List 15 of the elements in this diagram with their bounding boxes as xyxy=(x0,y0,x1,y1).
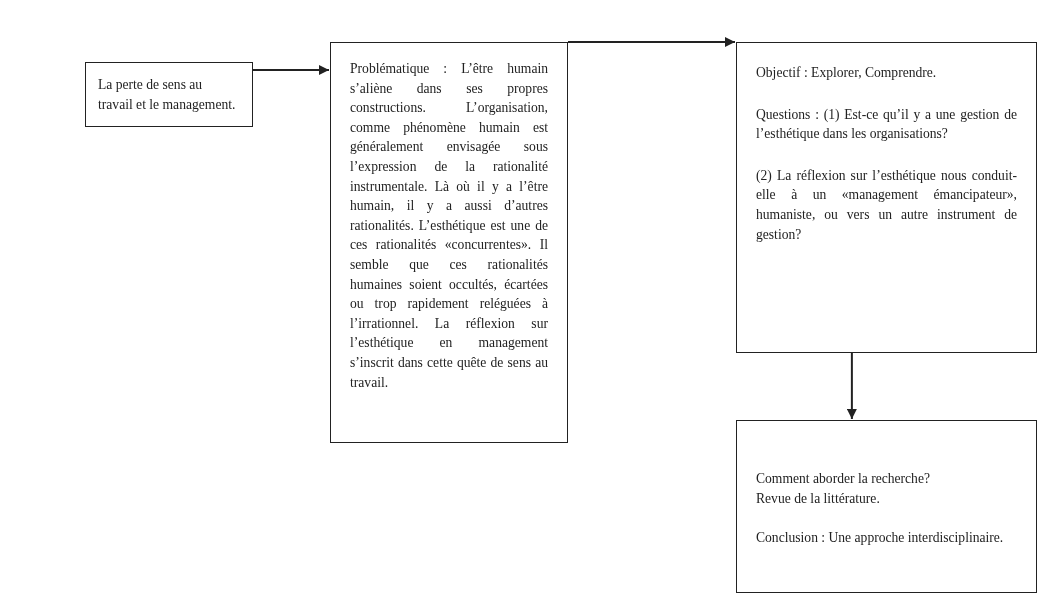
text-box xyxy=(736,420,1037,593)
arrow xyxy=(567,37,736,47)
arrow xyxy=(846,352,857,420)
box-text: Comment aborder la recherche? xyxy=(756,470,931,488)
box-text: Objectif : Explorer, Comprendre. xyxy=(756,64,938,82)
text-box xyxy=(736,42,1037,353)
text-box xyxy=(330,42,568,443)
box-text: La perte de sens au travail et le management. xyxy=(98,76,237,114)
box-text: Questions : (1) Est-ce qu’il y a une gestion de l’esthétique dans les organisations? xyxy=(756,105,1017,144)
box-text: (2) La réflexion sur l’esthétique nous conduit-elle à un «management émancipateur», humaniste, ou vers un autre instrument de gestion? xyxy=(756,166,1017,244)
box-text: Conclusion : Une approche interdisciplinaire. xyxy=(756,529,1005,548)
text-box xyxy=(85,62,253,127)
box-text: Revue de la littérature. xyxy=(756,489,881,508)
arrow xyxy=(252,65,330,75)
box-text: Problématique : L’être humain s’aliène dans ses propres constructions. L’organisation, comme phénomène humain est généralement envisagée sous l’expression de la rationalité instrumentale. Là où il y a l’être humain, il y a aussi d’autres rationalités. L’esthétique est une de ces rationalités «concurrentes». Il semble que ces rationalités humaines soient occultés, écartées ou trop rapidement reléguées à l’irrationnel. La réflexion sur l’esthétique en management s’inscrit dans cette quête de sens au travail. xyxy=(350,60,548,392)
